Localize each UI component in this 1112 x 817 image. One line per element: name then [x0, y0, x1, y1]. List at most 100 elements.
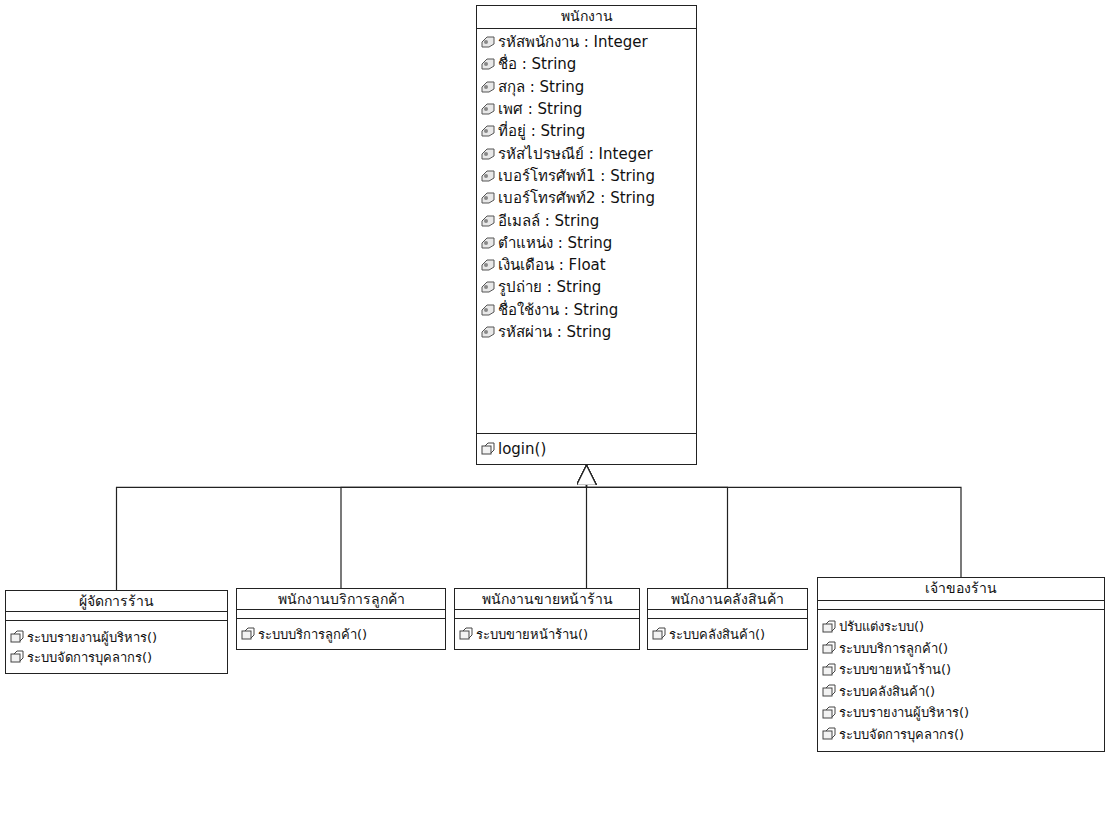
class-name: พนักงานขายหน้าร้าน: [455, 589, 639, 610]
uml-class-box: พนักงานขายหน้าร้านระบบขายหน้าร้าน(): [454, 588, 640, 650]
operation-text: ระบบจัดการบุคลากร(): [27, 647, 152, 668]
attribute-compartment: [237, 610, 445, 619]
generalization-arrow: [587, 465, 728, 588]
operation-text: ระบบบริการลูกค้า(): [839, 638, 948, 659]
attribute-icon: [480, 325, 496, 339]
attribute-text: ชื่อ : String: [498, 52, 576, 76]
attribute-icon: [480, 303, 496, 317]
attribute-text: เงินเดือน : Float: [498, 253, 606, 277]
attribute-text: ชื่อใช้งาน : String: [498, 298, 618, 322]
operation-row: ระบบรายงานผู้บริหาร(): [6, 627, 227, 647]
uml-class-box: เจ้าของร้านปรับแต่งระบบ()ระบบบริการลูกค้…: [817, 577, 1105, 752]
attribute-icon: [480, 124, 496, 138]
attribute-text: เบอร์โทรศัพท์1 : String: [498, 164, 655, 188]
attribute-compartment: รหัสพนักงาน : Integerชื่อ : Stringสกุล :…: [477, 29, 696, 434]
attribute-compartment: [648, 610, 807, 619]
operation-compartment: ระบบบริการลูกค้า(): [237, 619, 445, 649]
operation-icon: [821, 641, 837, 655]
operation-compartment: ระบบขายหน้าร้าน(): [455, 619, 639, 649]
operation-row: ระบบขายหน้าร้าน(): [455, 624, 639, 644]
operation-text: ระบบจัดการบุคลากร(): [839, 724, 964, 745]
attribute-text: ตำแหน่ง : String: [498, 231, 612, 255]
attribute-row: เพศ : String: [477, 98, 696, 120]
operation-row: ปรับแต่งระบบ(): [818, 616, 1104, 638]
attribute-icon: [480, 258, 496, 272]
attribute-row: เงินเดือน : Float: [477, 254, 696, 276]
attribute-text: รูปถ่าย : String: [498, 275, 601, 299]
attribute-icon: [480, 280, 496, 294]
attribute-icon: [480, 80, 496, 94]
attribute-text: สกุล : String: [498, 75, 584, 99]
operation-text: ระบบขายหน้าร้าน(): [476, 624, 588, 645]
operation-compartment: ปรับแต่งระบบ()ระบบบริการลูกค้า()ระบบขายห…: [818, 610, 1104, 751]
operation-icon: [9, 650, 25, 664]
operation-row: ระบบรายงานผู้บริหาร(): [818, 702, 1104, 724]
attribute-text: อีเมลล์ : String: [498, 209, 599, 233]
class-name: พนักงานบริการลูกค้า: [237, 589, 445, 610]
attribute-text: ที่อยู่ : String: [498, 119, 585, 143]
uml-class-box: พนักงานรหัสพนักงาน : Integerชื่อ : Strin…: [476, 5, 697, 465]
uml-class-box: พนักงานคลังสินค้าระบบคลังสินค้า(): [647, 588, 808, 650]
operation-text: ปรับแต่งระบบ(): [839, 616, 924, 637]
attribute-icon: [480, 191, 496, 205]
attribute-icon: [480, 147, 496, 161]
operation-text: ระบบคลังสินค้า(): [839, 681, 935, 702]
class-name-text: พนักงานบริการลูกค้า: [278, 591, 405, 607]
operation-compartment: ระบบรายงานผู้บริหาร()ระบบจัดการบุคลากร(): [6, 621, 227, 673]
class-name-text: พนักงาน: [561, 8, 613, 24]
attribute-icon: [480, 214, 496, 228]
operation-icon: [821, 727, 837, 741]
attribute-icon: [480, 57, 496, 71]
operation-row: ระบบคลังสินค้า(): [818, 681, 1104, 703]
attribute-icon: [480, 102, 496, 116]
generalization-arrow: [117, 465, 587, 590]
operation-row: ระบบขายหน้าร้าน(): [818, 659, 1104, 681]
operation-icon: [821, 620, 837, 634]
attribute-text: รหัสผ่าน : String: [498, 320, 611, 344]
operation-row: login(): [477, 438, 696, 460]
generalization-arrow: [587, 465, 962, 577]
uml-class-box: พนักงานบริการลูกค้าระบบบริการลูกค้า(): [236, 588, 446, 650]
operation-text: login(): [498, 440, 546, 458]
class-name-text: พนักงานคลังสินค้า: [671, 591, 784, 607]
operation-row: ระบบจัดการบุคลากร(): [6, 647, 227, 667]
class-name: พนักงาน: [477, 6, 696, 29]
operation-icon: [480, 442, 496, 456]
attribute-text: รหัสไปรษณีย์ : Integer: [498, 142, 653, 166]
operation-icon: [821, 684, 837, 698]
attribute-row: รหัสพนักงาน : Integer: [477, 31, 696, 53]
operation-text: ระบบคลังสินค้า(): [669, 624, 765, 645]
operation-row: ระบบบริการลูกค้า(): [237, 624, 445, 644]
class-name: พนักงานคลังสินค้า: [648, 589, 807, 610]
attribute-compartment: [455, 610, 639, 619]
attribute-row: สกุล : String: [477, 76, 696, 98]
operation-text: ระบบขายหน้าร้าน(): [839, 659, 951, 680]
attribute-text: รหัสพนักงาน : Integer: [498, 30, 648, 54]
attribute-icon: [480, 35, 496, 49]
attribute-row: รหัสผ่าน : String: [477, 321, 696, 343]
attribute-compartment: [6, 612, 227, 621]
class-name-text: ผู้จัดการร้าน: [79, 593, 154, 609]
attribute-row: เบอร์โทรศัพท์2 : String: [477, 187, 696, 209]
operation-row: ระบบจัดการบุคลากร(): [818, 724, 1104, 746]
operation-icon: [240, 627, 256, 641]
operation-compartment: ระบบคลังสินค้า(): [648, 619, 807, 649]
operation-icon: [9, 630, 25, 644]
attribute-compartment: [818, 601, 1104, 610]
operation-icon: [821, 663, 837, 677]
operation-row: ระบบคลังสินค้า(): [648, 624, 807, 644]
attribute-row: ที่อยู่ : String: [477, 120, 696, 142]
class-name: เจ้าของร้าน: [818, 578, 1104, 601]
attribute-row: รหัสไปรษณีย์ : Integer: [477, 142, 696, 164]
generalization-arrow: [341, 465, 587, 588]
operation-row: ระบบบริการลูกค้า(): [818, 638, 1104, 660]
attribute-icon: [480, 169, 496, 183]
attribute-text: เพศ : String: [498, 97, 582, 121]
attribute-row: ตำแหน่ง : String: [477, 232, 696, 254]
operation-icon: [458, 627, 474, 641]
class-name-text: พนักงานขายหน้าร้าน: [482, 591, 613, 607]
operation-compartment: login(): [477, 434, 696, 464]
operation-icon: [651, 627, 667, 641]
attribute-text: เบอร์โทรศัพท์2 : String: [498, 186, 655, 210]
